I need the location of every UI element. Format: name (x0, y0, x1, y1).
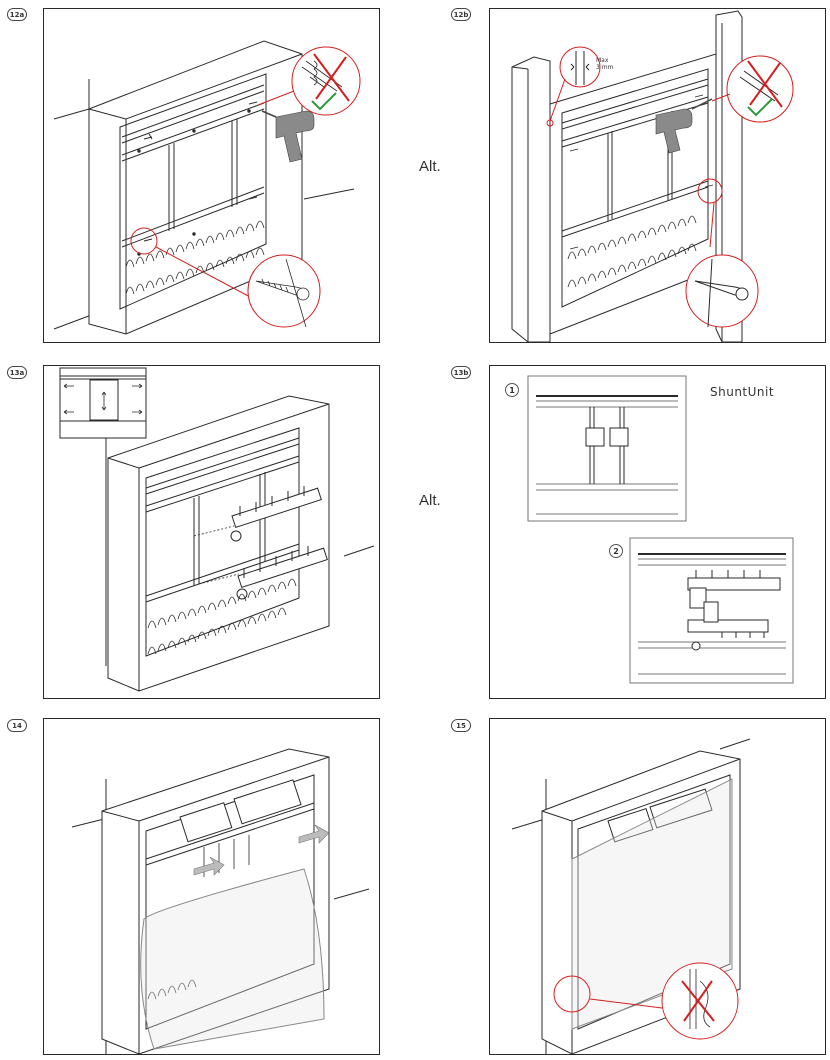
green-check-icon (747, 98, 773, 117)
panel-13a (43, 365, 380, 699)
panel-12b: Max 3 mm (489, 8, 826, 343)
panel-12a (43, 8, 380, 343)
red-cross-icon (681, 980, 715, 1022)
illustration-12a (53, 40, 361, 335)
alt-label-row2: Alt. (419, 492, 441, 509)
sub-step-2: 2 (609, 544, 623, 558)
illustration-13a (59, 367, 375, 692)
sub-step-1: 1 (505, 383, 519, 397)
step-badge-13a: 13a (7, 366, 27, 379)
step-badge-15: 15 (451, 719, 471, 732)
panel-15 (489, 718, 826, 1055)
green-check-icon (311, 92, 337, 111)
illustration-12b (511, 10, 794, 342)
shunt-unit-label: ShuntUnit (710, 385, 775, 399)
max-gap-label-line2: 3 mm (596, 64, 614, 71)
panel-14 (43, 718, 380, 1055)
step-badge-12a: 12a (7, 8, 27, 21)
illustration-15 (511, 738, 751, 1054)
step-badge-13b: 13b (451, 366, 471, 379)
illustration-13b (527, 375, 794, 684)
direction-arrows-icon (63, 383, 143, 415)
illustration-14 (71, 748, 370, 1054)
step-badge-14: 14 (7, 719, 27, 732)
drill-icon (261, 110, 315, 163)
drill-icon (655, 98, 713, 154)
panel-13b: 1 2 ShuntUnit (489, 365, 826, 699)
max-gap-label-line1: Max (596, 57, 609, 64)
alt-label-row1: Alt. (419, 158, 441, 175)
step-badge-12b: 12b (451, 8, 471, 21)
red-cross-icon (313, 53, 350, 102)
red-cross-icon (747, 60, 783, 108)
